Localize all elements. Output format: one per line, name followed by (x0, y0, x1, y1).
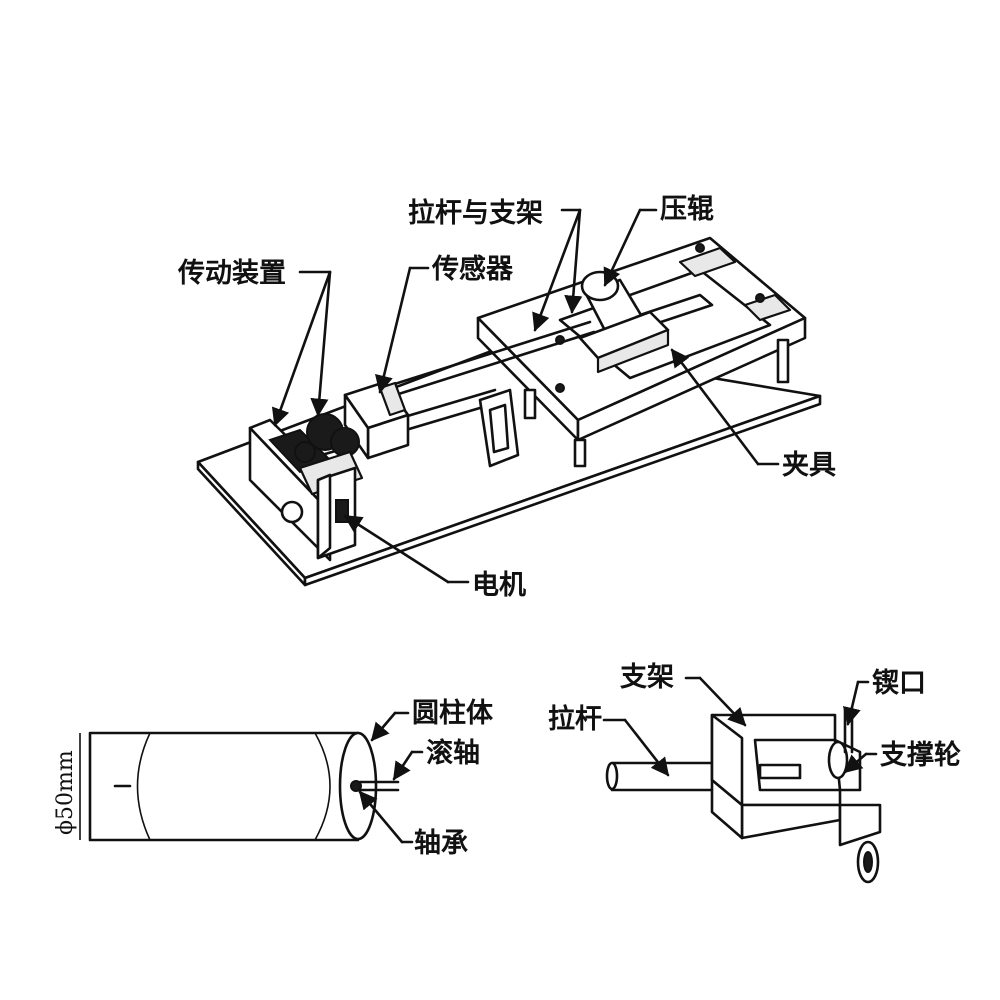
bracket-detail (602, 676, 882, 884)
leader-lines-top (271, 208, 780, 584)
label-rod-bracket: 拉杆与支架 (408, 197, 543, 229)
cylinder-detail (79, 711, 424, 844)
main-apparatus (196, 208, 822, 587)
label-roller-shaft: 滚轴 (426, 737, 480, 769)
label-bracket: 支架 (620, 662, 674, 693)
label-drive: 传动装置 (177, 258, 286, 289)
label-motor: 电机 (472, 570, 526, 601)
motor (316, 466, 357, 560)
bearing-mark (350, 780, 362, 792)
label-bearing: 轴承 (414, 828, 468, 859)
label-support-wheel: 支撑轮 (880, 740, 961, 771)
support-wheels (827, 706, 880, 884)
pull-rod (380, 320, 596, 400)
label-notch: 锲口 (872, 668, 926, 699)
label-pull-rod: 拉杆 (548, 703, 602, 735)
u-bracket (710, 713, 882, 847)
label-cylinder: 圆柱体 (412, 698, 494, 729)
label-fixture: 夹具 (782, 450, 836, 481)
label-diameter: ϕ50mm (53, 750, 78, 835)
label-press-roller: 压辊 (660, 193, 714, 225)
cylinder-body (88, 731, 360, 842)
label-sensor: 传感器 (431, 253, 514, 285)
